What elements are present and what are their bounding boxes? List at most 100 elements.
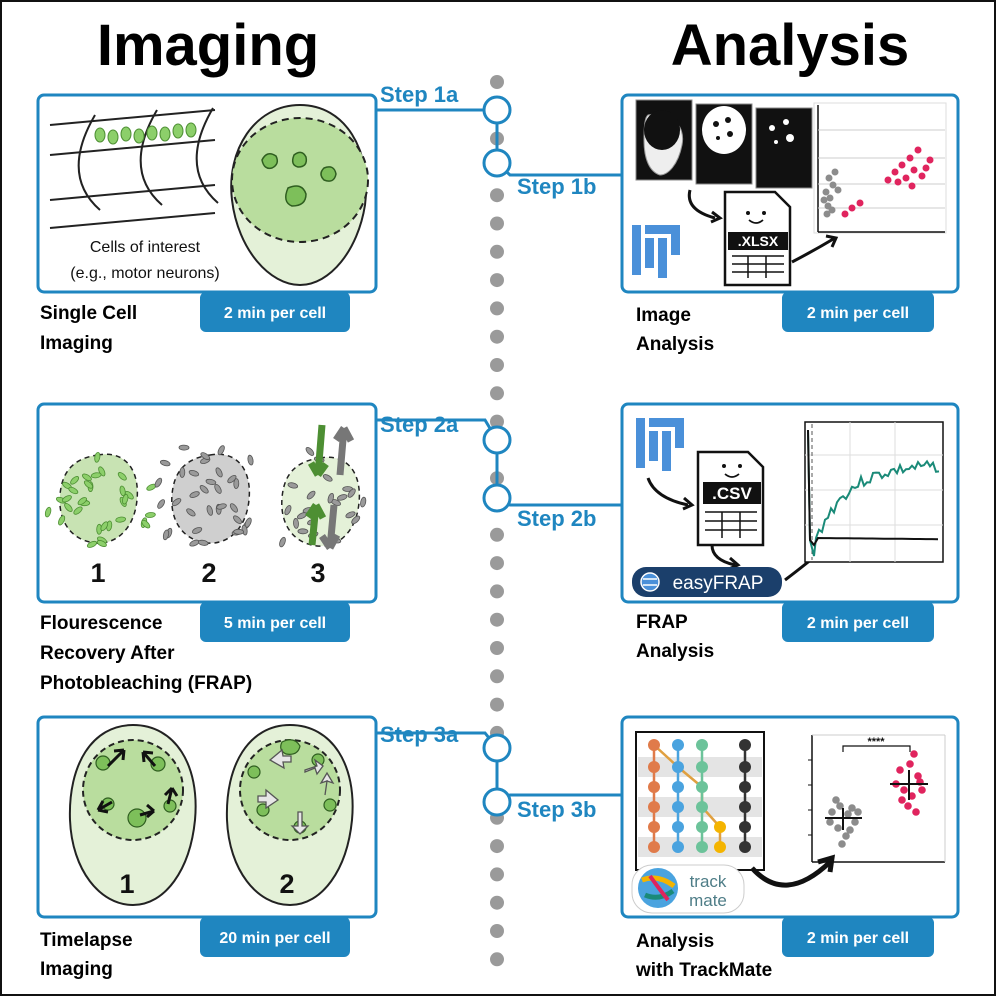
data-point: [844, 810, 852, 818]
particle: [293, 518, 299, 529]
divider-dot: [490, 839, 504, 854]
particle: [297, 528, 309, 535]
particle: [351, 515, 361, 525]
data-point: [826, 194, 834, 202]
track-spot: [672, 781, 684, 793]
particle: [58, 515, 66, 526]
particle: [360, 496, 367, 508]
track-spot: [648, 821, 660, 833]
data-point: [922, 164, 930, 172]
data-point: [848, 204, 856, 212]
data-point: [896, 766, 904, 774]
time-badge: [782, 292, 934, 332]
particle: [96, 540, 107, 547]
trackmate-logo: track mate: [631, 864, 745, 914]
step-2b-node: [482, 483, 512, 513]
panel2-title-line2: Recovery After: [40, 643, 175, 664]
divider-dot: [490, 244, 504, 259]
data-point: [828, 206, 836, 214]
data-point: [908, 792, 916, 800]
track-spot: [739, 781, 751, 793]
data-point: [914, 772, 922, 780]
track-spot: [696, 739, 708, 751]
particle: [191, 527, 203, 534]
step-1b-label: Step 1b: [517, 174, 596, 199]
particle: [162, 529, 170, 541]
timelapse-number-1: 1: [119, 869, 134, 899]
particle: [122, 493, 129, 505]
data-point: [908, 182, 916, 190]
particle: [197, 539, 209, 546]
particle: [154, 477, 163, 488]
frap-cell-1: [44, 451, 157, 548]
data-point: [910, 750, 918, 758]
data-point: [822, 188, 830, 196]
particle: [336, 494, 348, 501]
track-spot: [714, 841, 726, 853]
particle: [205, 478, 217, 485]
data-point: [841, 210, 849, 218]
track-spot: [696, 841, 708, 853]
spreadsheet-icon: .XLSX: [723, 190, 792, 287]
data-point: [831, 168, 839, 176]
data-point: [854, 808, 862, 816]
analysis2-title-line2: Analysis: [636, 641, 714, 662]
particle: [186, 508, 196, 517]
track-spot: [672, 801, 684, 813]
easyfrap-logo: easyFRAP: [632, 567, 782, 597]
step-3a-label: Step 3a: [380, 722, 459, 747]
track-spot: [648, 841, 660, 853]
analysis2-title-line1: FRAP: [636, 612, 688, 633]
data-point: [918, 172, 926, 180]
panel-frap-imaging: 1 2 3 Flourescence Recovery After Photob…: [36, 402, 378, 694]
track-spot: [696, 821, 708, 833]
divider-dot: [490, 358, 504, 372]
divider-dot: [490, 924, 504, 938]
csv-label: .CSV: [712, 484, 752, 503]
track-spot: [739, 739, 751, 751]
track-spot: [648, 801, 660, 813]
data-point: [846, 826, 854, 834]
track-spot: [739, 761, 751, 773]
data-point: [912, 808, 920, 816]
particle: [345, 511, 356, 519]
divider-dot: [490, 669, 504, 684]
particle: [322, 474, 333, 482]
imaging-header: Imaging: [97, 13, 319, 78]
data-point: [900, 786, 908, 794]
panel-single-cell-imaging: Cells of interest (e.g., motor neurons) …: [36, 93, 378, 354]
data-point: [906, 154, 914, 162]
data-point: [914, 146, 922, 154]
track-spot: [696, 781, 708, 793]
trackmate-label-line2: mate: [689, 891, 727, 910]
step-2a-node: [482, 425, 512, 455]
time-badge-label: 20 min per cell: [219, 930, 330, 947]
center-dotted-line: [490, 75, 504, 967]
data-point: [891, 168, 899, 176]
particle: [157, 499, 165, 509]
particle: [64, 503, 73, 512]
analysis1-title-line2: Analysis: [636, 334, 714, 355]
data-point: [918, 786, 926, 794]
divider-dot: [490, 414, 504, 429]
divider-dot: [490, 329, 504, 344]
panel2-title-line1: Flourescence: [40, 613, 163, 634]
particle: [233, 528, 244, 535]
divider-dot: [490, 386, 504, 401]
frap-number-3: 3: [310, 558, 325, 588]
frap-recovery-plot: [804, 421, 944, 563]
data-point: [894, 178, 902, 186]
track-spot: [696, 801, 708, 813]
divider-dot: [490, 612, 504, 627]
particle: [159, 459, 171, 467]
track-spot: [672, 821, 684, 833]
particle: [233, 478, 240, 489]
particle: [206, 505, 213, 516]
particle: [233, 515, 242, 524]
particle: [247, 454, 254, 466]
particle: [200, 452, 210, 460]
track-spot: [739, 801, 751, 813]
particle: [227, 475, 237, 484]
particle: [178, 444, 190, 451]
data-point: [926, 156, 934, 164]
